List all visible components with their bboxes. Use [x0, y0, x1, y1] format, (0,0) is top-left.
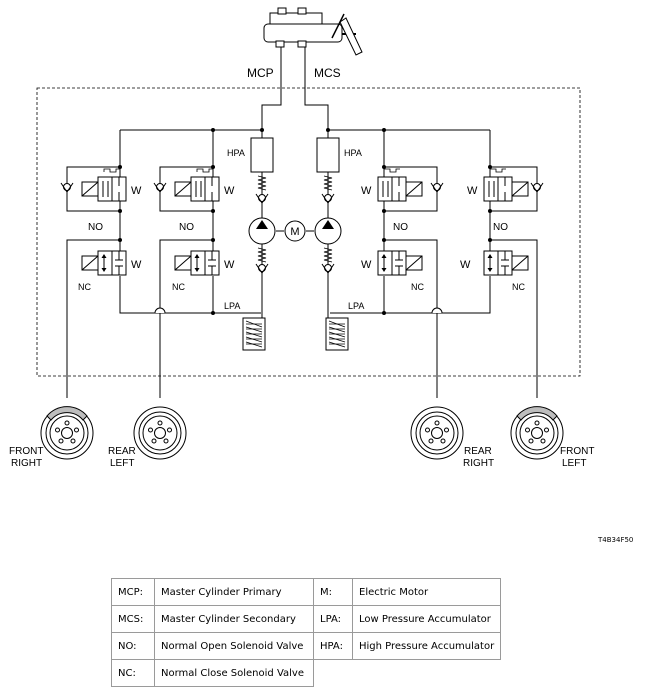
- no-label-rear-left: NO: [179, 222, 194, 233]
- legend-row: NO: Normal Open Solenoid Valve HPA: High…: [111, 632, 502, 660]
- legend-key: M:: [313, 578, 353, 606]
- w-label-8: W: [460, 259, 471, 271]
- rear-right-label-1: REAR: [464, 446, 492, 457]
- hpa-right: [316, 137, 340, 173]
- legend-row: MCS: Master Cylinder Secondary LPA: Low …: [111, 605, 502, 633]
- legend-value: High Pressure Accumulator: [351, 632, 502, 660]
- nc-valve-front-left: [483, 250, 529, 276]
- front-right-label-1: FRONT: [9, 446, 43, 457]
- nc-label-front-right: NC: [78, 282, 91, 292]
- front-left-label-1: FRONT: [560, 446, 594, 457]
- no-label-front-left: NO: [493, 222, 508, 233]
- legend-key: LPA:: [313, 605, 353, 633]
- hydraulic-lines: [66, 47, 538, 398]
- no-label-rear-right: NO: [393, 222, 408, 233]
- legend-key: NO:: [111, 632, 155, 660]
- wheel-front-left: [510, 406, 564, 460]
- legend-key: MCS:: [111, 605, 155, 633]
- legend-value: Electric Motor: [351, 578, 502, 606]
- legend-row: NC: Normal Close Solenoid Valve: [111, 659, 501, 687]
- front-right-label-2: RIGHT: [11, 458, 42, 469]
- figure-code: T4B34F50: [598, 536, 634, 544]
- lpa-right-label: LPA: [348, 301, 364, 311]
- nc-label-rear-right: NC: [411, 282, 424, 292]
- rear-left-label-1: REAR: [108, 446, 136, 457]
- mcs-label: MCS: [314, 66, 341, 80]
- electric-motor: M: [284, 220, 306, 242]
- nc-valve-rear-right: [377, 250, 423, 276]
- pump-left: [248, 217, 276, 245]
- w-label-5: W: [131, 259, 142, 271]
- line-crossings: [154, 307, 443, 314]
- legend-value: Low Pressure Accumulator: [351, 605, 502, 633]
- legend-value: Normal Close Solenoid Valve: [154, 659, 314, 687]
- legend-empty-cell: [353, 660, 501, 687]
- pump-right: [314, 217, 342, 245]
- hpa-left: [250, 137, 274, 173]
- nc-label-rear-left: NC: [172, 282, 185, 292]
- legend-row: MCP: Master Cylinder Primary M: Electric…: [111, 578, 502, 606]
- lpa-left: [242, 317, 266, 351]
- w-label-6: W: [224, 259, 235, 271]
- no-valve-front-right: [81, 168, 127, 202]
- legend-value: Master Cylinder Primary: [154, 578, 314, 606]
- nc-label-front-left: NC: [512, 282, 525, 292]
- legend-value: Normal Open Solenoid Valve: [154, 632, 314, 660]
- no-valve-front-left: [483, 168, 529, 202]
- wheel-rear-left: [133, 406, 187, 460]
- no-label-front-right: NO: [88, 222, 103, 233]
- hpa-right-label: HPA: [344, 148, 362, 158]
- hcu-outline: [36, 87, 581, 377]
- rear-left-label-2: LEFT: [110, 458, 134, 469]
- lpa-left-label: LPA: [224, 301, 240, 311]
- w-label-1: W: [131, 185, 142, 197]
- wheel-rear-right: [410, 406, 464, 460]
- w-label-2: W: [224, 185, 235, 197]
- w-label-4: W: [467, 185, 478, 197]
- mcp-label: MCP: [247, 66, 274, 80]
- master-cylinder: [263, 7, 363, 56]
- lpa-right: [325, 317, 349, 351]
- brake-pedal: [331, 13, 345, 39]
- legend-key: NC:: [111, 659, 155, 687]
- nc-valve-front-right: [81, 250, 127, 276]
- legend-key: HPA:: [313, 632, 353, 660]
- w-label-7: W: [361, 259, 372, 271]
- hpa-left-label: HPA: [227, 148, 245, 158]
- legend-value: Master Cylinder Secondary: [154, 605, 314, 633]
- motor-label: M: [290, 226, 299, 238]
- no-valve-rear-left: [174, 168, 220, 202]
- front-left-label-2: LEFT: [562, 458, 586, 469]
- legend-table: MCP: Master Cylinder Primary M: Electric…: [111, 578, 502, 687]
- no-valve-rear-right: [377, 168, 423, 202]
- legend-key: MCP:: [111, 578, 155, 606]
- nc-valve-rear-left: [174, 250, 220, 276]
- rear-right-label-2: RIGHT: [463, 458, 494, 469]
- legend-empty-cell: [314, 660, 353, 687]
- wheel-front-right: [40, 406, 94, 460]
- w-label-3: W: [361, 185, 372, 197]
- junction-dots: [118, 128, 492, 315]
